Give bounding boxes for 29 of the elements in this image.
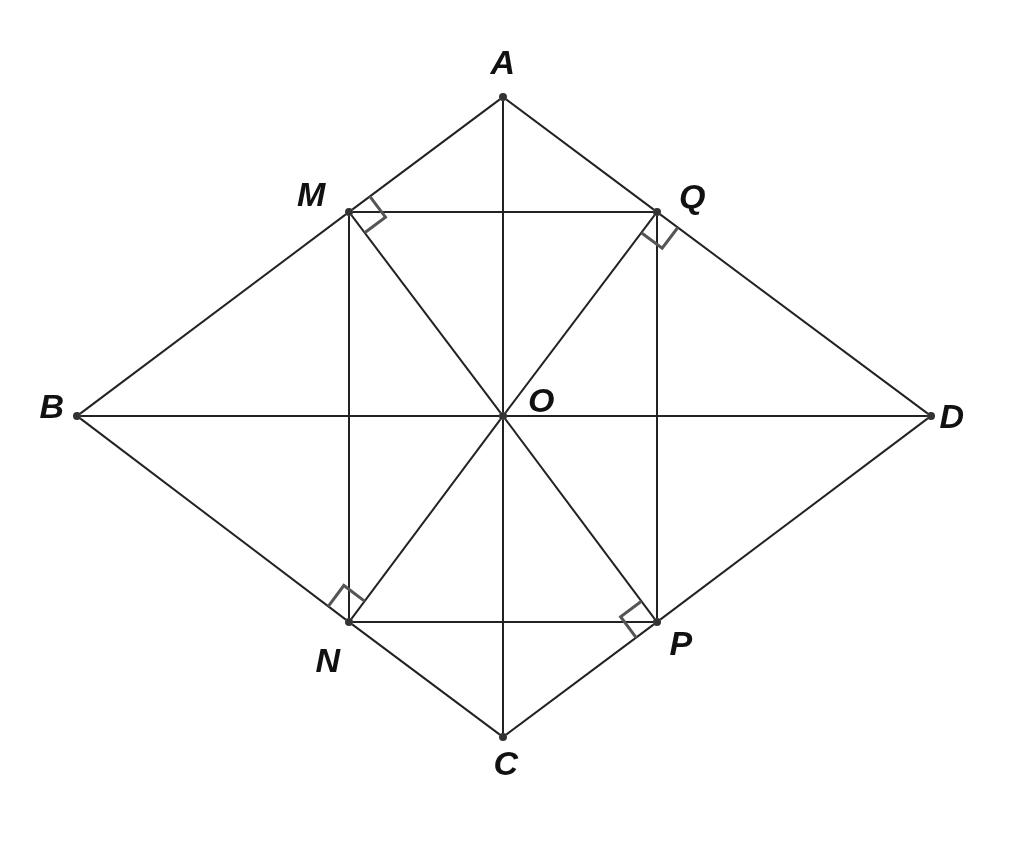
line-segment	[659, 417, 929, 621]
point-label: M	[297, 177, 326, 211]
point-label: Q	[679, 179, 706, 213]
line-segment	[352, 211, 654, 213]
line-segment	[502, 100, 504, 413]
line-segment	[350, 214, 502, 414]
point-label: A	[490, 45, 516, 79]
line-segment	[79, 417, 347, 621]
line-segment	[656, 215, 658, 619]
point-label: B	[39, 389, 65, 423]
line-segment	[505, 98, 655, 211]
line-segment	[351, 98, 501, 211]
line-segment	[504, 418, 656, 620]
line-segment	[502, 419, 504, 734]
line-segment	[79, 213, 347, 415]
line-segment	[80, 415, 500, 417]
point-label: P	[669, 626, 693, 660]
line-segment	[350, 418, 502, 620]
line-segment	[352, 621, 654, 623]
line-segment	[504, 214, 656, 414]
point-label: N	[315, 643, 341, 677]
line-segment	[351, 623, 501, 736]
point-label: O	[528, 383, 555, 417]
point-label: D	[939, 399, 965, 433]
line-segment	[659, 213, 929, 415]
line-segment	[348, 215, 350, 619]
point-label: C	[493, 746, 519, 780]
line-segment	[505, 623, 655, 736]
line-segment	[506, 415, 928, 417]
